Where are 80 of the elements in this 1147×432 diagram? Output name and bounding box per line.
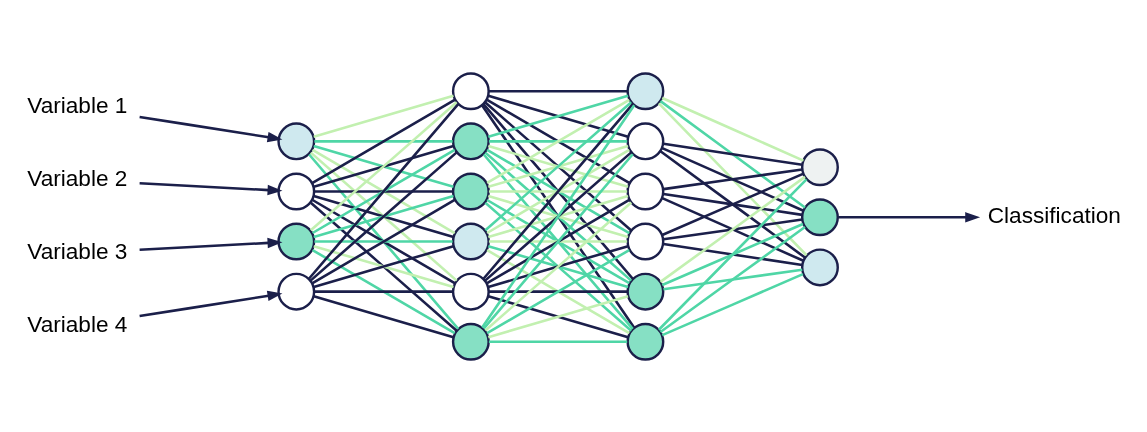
- connector: [661, 272, 804, 336]
- connector: [488, 189, 628, 193]
- node-circle: [626, 71, 665, 110]
- connector: [481, 104, 636, 328]
- connector: [311, 248, 456, 334]
- node-text: Variable 2: [27, 165, 128, 191]
- connector: [659, 149, 806, 259]
- connector: [663, 267, 803, 291]
- connector: [661, 96, 804, 162]
- node-circle: [277, 121, 316, 160]
- arrow: [139, 115, 283, 142]
- connector: [314, 189, 453, 193]
- connector: [663, 192, 803, 216]
- connector: [659, 99, 806, 208]
- connector: [313, 144, 454, 188]
- connector: [661, 172, 804, 236]
- connector: [663, 242, 803, 266]
- node-circle: [801, 247, 839, 286]
- connector: [661, 146, 804, 212]
- connector: [313, 244, 454, 288]
- node-text: Variable 3: [27, 238, 128, 264]
- node-circle: [277, 222, 316, 261]
- connector: [314, 139, 453, 143]
- connector: [487, 144, 629, 188]
- connector: [314, 289, 453, 293]
- connector: [308, 102, 460, 279]
- connector: [313, 94, 454, 138]
- node-circle: [801, 197, 839, 236]
- node-circle: [451, 222, 490, 261]
- connector: [659, 175, 806, 283]
- connector: [488, 289, 628, 293]
- node-circle: [801, 147, 839, 186]
- connector: [313, 294, 454, 338]
- connector: [486, 98, 630, 184]
- connector: [661, 196, 804, 262]
- connector: [488, 89, 628, 93]
- arrow: [139, 290, 283, 317]
- node-circle: [626, 222, 665, 261]
- connector: [659, 225, 806, 333]
- connector: [309, 100, 458, 231]
- arrow: [139, 181, 283, 195]
- node-circle: [277, 171, 316, 210]
- node-circle: [451, 322, 490, 361]
- connector: [487, 94, 629, 138]
- connector: [657, 177, 808, 331]
- connector: [487, 294, 629, 338]
- connector: [488, 239, 628, 243]
- connector: [663, 142, 803, 166]
- arrow: [139, 237, 283, 251]
- connector: [314, 239, 453, 243]
- connector: [313, 194, 454, 238]
- connector: [488, 139, 628, 143]
- connector: [311, 98, 456, 184]
- connector: [308, 153, 460, 330]
- connector: [487, 244, 629, 288]
- connector: [311, 148, 456, 234]
- node-circle: [626, 121, 665, 160]
- connector: [663, 217, 803, 240]
- node-text: Variable 1: [27, 92, 128, 118]
- connector: [309, 201, 458, 332]
- node-circle: [451, 121, 490, 160]
- node-circle: [451, 272, 490, 311]
- arrow: [838, 211, 981, 223]
- node-circle: [626, 322, 665, 361]
- connector: [657, 101, 808, 256]
- node-circle: [626, 171, 665, 210]
- node-text: Classification: [987, 202, 1121, 228]
- node-text: Variable 4: [27, 311, 128, 337]
- node-circle: [451, 171, 490, 210]
- connector: [486, 248, 630, 334]
- node-circle: [451, 71, 490, 110]
- connector: [488, 339, 628, 343]
- connector: [311, 198, 456, 284]
- connector: [487, 194, 629, 238]
- connector: [486, 148, 630, 234]
- connector: [486, 198, 630, 284]
- node-circle: [277, 272, 316, 311]
- connector: [663, 167, 803, 190]
- node-circle: [626, 272, 665, 311]
- connector: [661, 222, 804, 286]
